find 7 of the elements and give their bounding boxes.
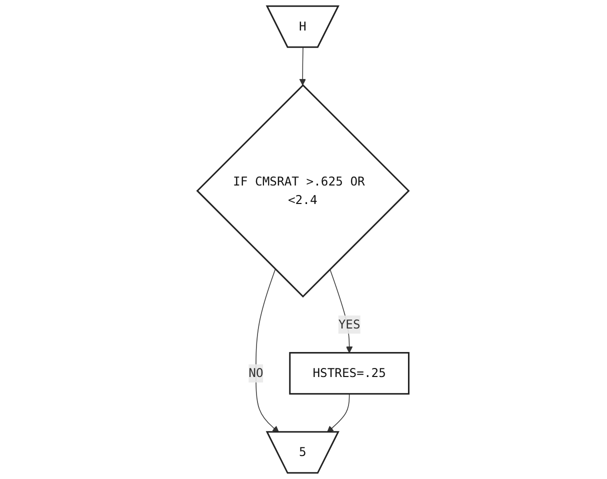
node-diamond: IF CMSRAT >.625 OR <2.4 (196, 84, 410, 298)
node-box: HSTRES=.25 (290, 352, 410, 395)
arrow (300, 47, 306, 86)
edge-label: NO (249, 366, 264, 380)
arrow (327, 393, 350, 433)
arrow (256, 268, 280, 433)
edge-label: YES (338, 317, 361, 332)
